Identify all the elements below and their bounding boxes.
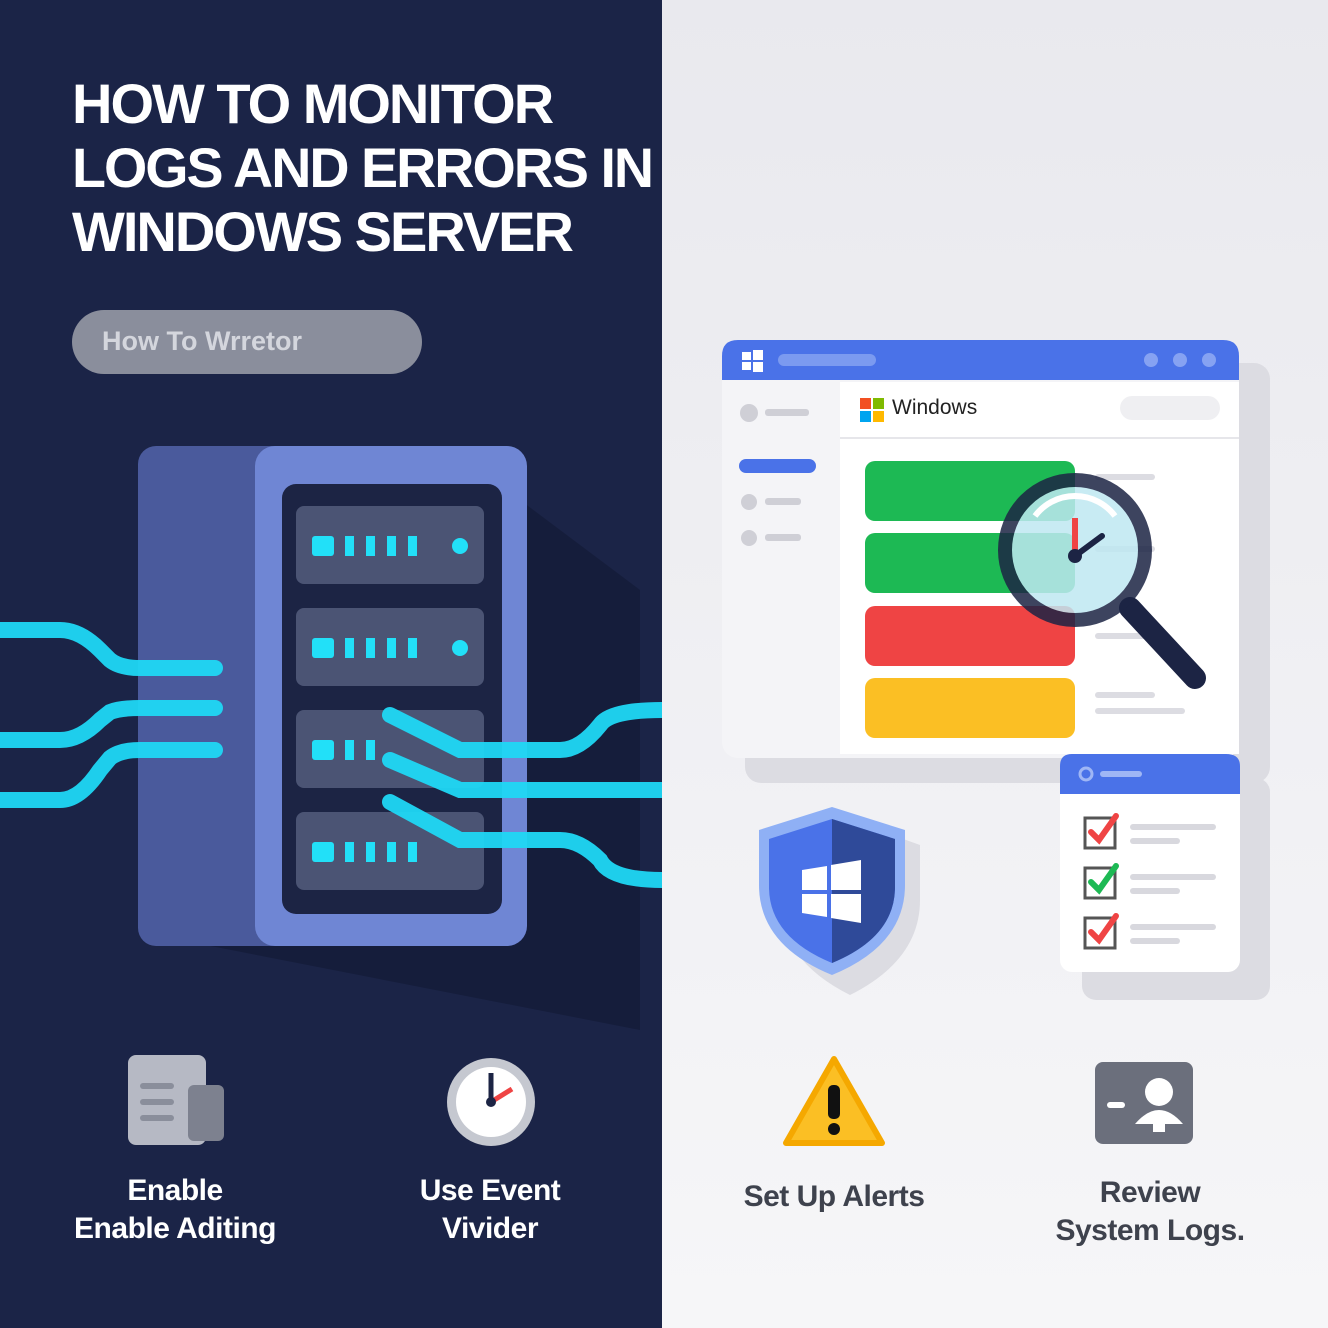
step-line: Review <box>1099 1176 1201 1209</box>
event-viewer-window <box>722 340 1270 783</box>
server-illustration <box>0 446 662 1030</box>
step-line: Enable <box>127 1174 223 1207</box>
document-icon <box>128 1055 224 1145</box>
step-line: Use Event <box>419 1174 561 1207</box>
step-line: System Logs. <box>1055 1214 1245 1247</box>
page-title-line: HOW TO MONITOR <box>72 72 554 135</box>
user-log-icon <box>1095 1062 1193 1144</box>
clock-icon <box>447 1058 535 1146</box>
window-brand-label: Windows <box>892 396 978 419</box>
shield-icon <box>759 807 920 995</box>
step-line: Enable Aditing <box>74 1212 276 1245</box>
category-pill[interactable]: How To Wrretor <box>72 310 422 374</box>
page-title-line: WINDOWS SERVER <box>72 200 574 263</box>
step-line: Vivider <box>441 1212 539 1245</box>
page-title-line: LOGS AND ERRORS IN <box>72 136 654 199</box>
warning-icon <box>783 1056 885 1146</box>
checklist-card <box>1060 754 1270 1000</box>
step-line: Set Up Alerts <box>743 1180 925 1213</box>
step-alerts-label: Set Up Alerts <box>704 1178 964 1216</box>
